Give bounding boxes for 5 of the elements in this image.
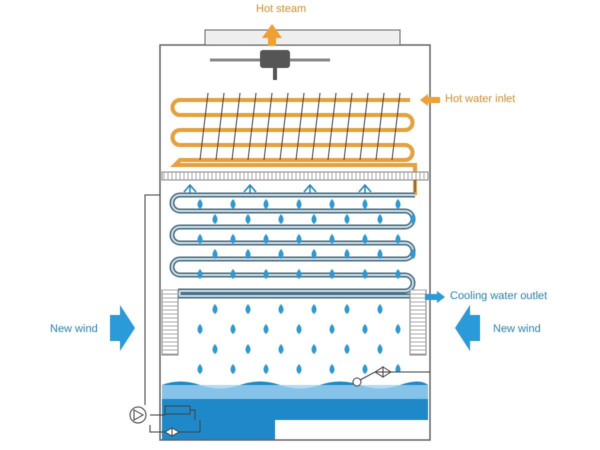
- flow-label: New wind: [493, 323, 541, 335]
- flow-label: Hot water inlet: [445, 93, 516, 105]
- flow-label: Cooling water outlet: [450, 290, 548, 302]
- flow-label: Hot steam: [256, 3, 306, 15]
- flow-label: New wind: [50, 323, 98, 335]
